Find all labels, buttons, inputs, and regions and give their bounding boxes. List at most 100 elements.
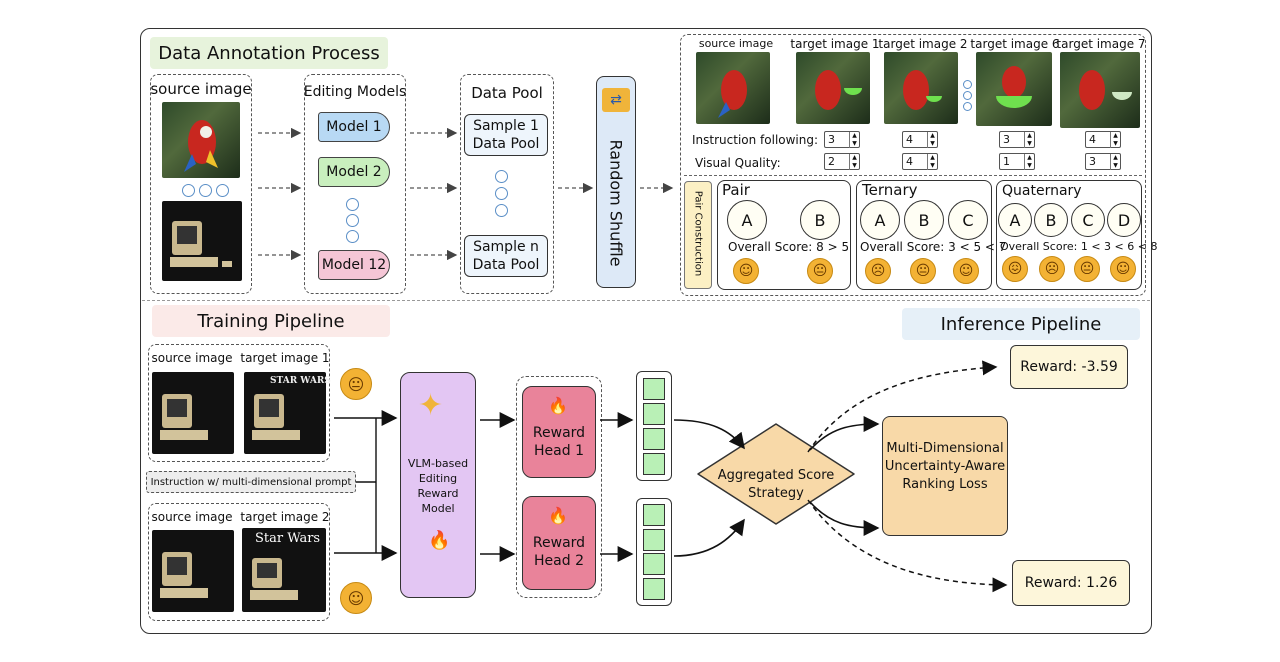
reward-output-top: Reward: -3.59 [1010, 345, 1128, 389]
ranking-loss-label: Multi-Dimensional Uncertainty-Aware Rank… [884, 441, 1006, 492]
parrot-bowl-illustration [903, 70, 942, 110]
frowning-face-icon: ☹ [865, 258, 891, 284]
output-cell [643, 427, 665, 450]
quaternary-group [996, 180, 1142, 290]
ternary-circle-c: C [948, 200, 988, 240]
score-value: 3 [1003, 133, 1010, 146]
dot-icon [182, 184, 195, 197]
parrot-illustration [718, 70, 747, 118]
pair-group [717, 180, 851, 290]
dot-icon [199, 184, 212, 197]
reward-head-2-label: Reward Head 2 [532, 535, 586, 569]
training-pair-1 [148, 344, 330, 462]
instruction-score-1[interactable]: 3▲▼ [824, 131, 860, 148]
pair-2-target-text: Star Wars [255, 531, 321, 546]
score-value: 3 [1089, 155, 1096, 168]
visual-score-3[interactable]: 1▲▼ [999, 153, 1035, 170]
ternary-circle-b: B [904, 200, 944, 240]
reward-output-bottom: Reward: 1.26 [1012, 560, 1130, 606]
pair-2-source-label: source image [151, 510, 233, 524]
quaternary-circle-d: D [1107, 203, 1141, 237]
ternary-group [856, 180, 992, 290]
target-7-thumbnail [1060, 52, 1140, 128]
image-label-target-7: target image 7 [1056, 37, 1146, 51]
head-1-output-vector [636, 371, 672, 481]
inference-title: Inference Pipeline [902, 308, 1140, 340]
pair-overall-score: Overall Score: 8 > 5 [728, 240, 850, 254]
instruction-score-3[interactable]: 3 ▲▼ [999, 131, 1035, 148]
instruction-score-2[interactable]: 4▲▼ [902, 131, 938, 148]
stepper-arrows-icon: ▲▼ [1110, 153, 1120, 170]
dot-icon [963, 102, 972, 111]
training-pair-2 [148, 503, 330, 621]
output-cell [643, 528, 665, 551]
stepper-arrows-icon: ▲▼ [927, 153, 937, 170]
image-label-source: source image [698, 37, 774, 50]
image-label-target-1: target image 1 [790, 37, 880, 51]
target-6-thumbnail [976, 52, 1052, 126]
stepper-arrows-icon: ▲▼ [1024, 153, 1034, 170]
pair-construction-label-box [684, 181, 712, 289]
dot-icon [495, 170, 508, 183]
reward-heads-group [516, 376, 602, 598]
visual-quality-label: Visual Quality: [695, 156, 781, 170]
editing-models-column [304, 74, 406, 294]
image-label-target-6: target image 6 [970, 37, 1060, 51]
target-1-thumbnail [796, 52, 870, 124]
parrot-bowl-illustration [996, 66, 1032, 108]
fire-icon: 🔥 [548, 506, 568, 525]
dot-icon [495, 187, 508, 200]
model-12-tag: Model 12 [318, 250, 390, 280]
neutral-face-icon: 😐 [807, 258, 833, 284]
stepper-arrows-icon: ▲▼ [849, 153, 859, 170]
output-cell [643, 377, 665, 400]
output-cell [643, 577, 665, 600]
score-value: 4 [1089, 133, 1096, 146]
stepper-arrows-icon: ▲▼ [1024, 131, 1034, 148]
pair-circle-a: A [727, 200, 767, 240]
instruction-following-label: Instruction following: [692, 133, 819, 147]
quaternary-circle-c: C [1071, 203, 1105, 237]
pair-2-target-image [242, 528, 326, 612]
quaternary-circle-b: B [1034, 203, 1068, 237]
computer-illustration [160, 552, 208, 598]
fire-icon: 🔥 [548, 396, 568, 415]
pair-construction-divider [684, 175, 1142, 176]
computer-illustration [170, 221, 232, 267]
output-cell [643, 402, 665, 425]
dot-icon [346, 230, 359, 243]
computer-illustration [160, 394, 208, 440]
dot-icon [216, 184, 229, 197]
model-2-tag: Model 2 [318, 157, 390, 187]
pair-1-target-text: STAR WARS [270, 376, 331, 386]
pair-2-target-label: target image 2 [240, 510, 330, 524]
pair-1-target-label: target image 1 [240, 351, 330, 365]
pair-2-source-image [152, 530, 234, 612]
training-title: Training Pipeline [152, 305, 390, 337]
pair-1-source-label: source image [151, 351, 233, 365]
visual-score-2[interactable]: 4▲▼ [902, 153, 938, 170]
stepper-arrows-icon: ▲▼ [849, 131, 859, 148]
pair-circle-b: B [800, 200, 840, 240]
reward-head-2 [522, 496, 596, 590]
pool-more-dots [495, 170, 508, 217]
instruction-prompt-box: Instruction w/ multi-dimensional prompt [146, 471, 356, 493]
head-2-output-vector [636, 498, 672, 606]
shuffle-icon: ⇄ [602, 88, 630, 112]
quaternary-overall-score: Overall Score: 1 < 3 < 6 < 8 [1000, 240, 1158, 253]
diagram-frame [140, 28, 1152, 634]
visual-score-1[interactable]: 2▲▼ [824, 153, 860, 170]
pool-item-1: Sample 1 Data Pool [464, 114, 548, 156]
pair-1-target-image [244, 372, 326, 454]
neutral-face-icon: 😐 [910, 258, 936, 284]
instruction-score-4[interactable]: 4▲▼ [1085, 131, 1121, 148]
anguished-face-icon: 😖 [1002, 256, 1028, 282]
smiling-face-icon: ☺ [1110, 256, 1136, 282]
annotation-title: Data Annotation Process [150, 37, 388, 69]
dot-icon [963, 80, 972, 89]
visual-score-4[interactable]: 3 ▲▼ [1085, 153, 1121, 170]
data-pool-column [460, 74, 554, 294]
dot-icon [346, 214, 359, 227]
pair-group-title: Pair [722, 181, 750, 199]
